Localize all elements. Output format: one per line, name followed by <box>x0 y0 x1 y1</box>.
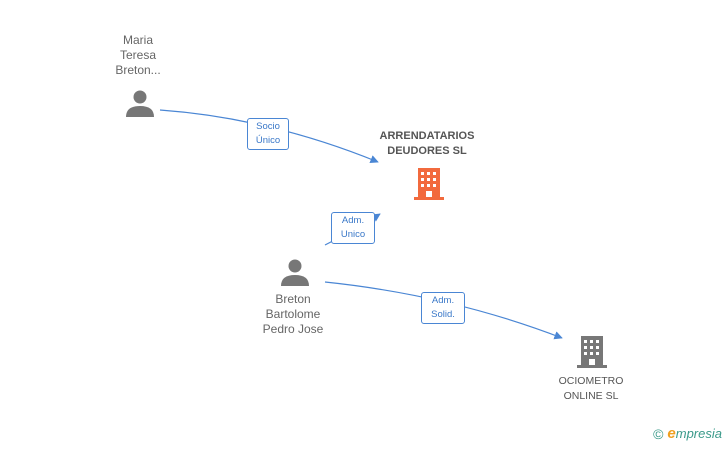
person-icon[interactable] <box>281 259 309 287</box>
edge-label-socio-unico[interactable]: Socio Único <box>247 118 289 150</box>
brand-logo-text: mpresia <box>675 426 722 441</box>
company-name-ociometro[interactable]: OCIOMETRO ONLINE SL <box>558 375 624 402</box>
copyright-icon: © <box>653 425 664 442</box>
brand-footer: © e mpresia <box>653 425 722 442</box>
person-name-breton-bartolome[interactable]: Breton Bartolome Pedro Jose <box>262 292 324 336</box>
company-name-arrendatarios[interactable]: ARRENDATARIOS DEUDORES SL <box>379 130 475 157</box>
person-icon[interactable] <box>126 90 154 118</box>
person-name-maria-teresa[interactable]: Maria Teresa Breton... <box>115 33 161 77</box>
edge-label-adm-solid[interactable]: Adm. Solid. <box>421 292 465 324</box>
building-icon[interactable] <box>414 168 444 200</box>
edge-label-adm-unico[interactable]: Adm. Unico <box>331 212 375 244</box>
building-icon[interactable] <box>577 336 607 368</box>
brand-logo-initial: e <box>667 425 676 442</box>
